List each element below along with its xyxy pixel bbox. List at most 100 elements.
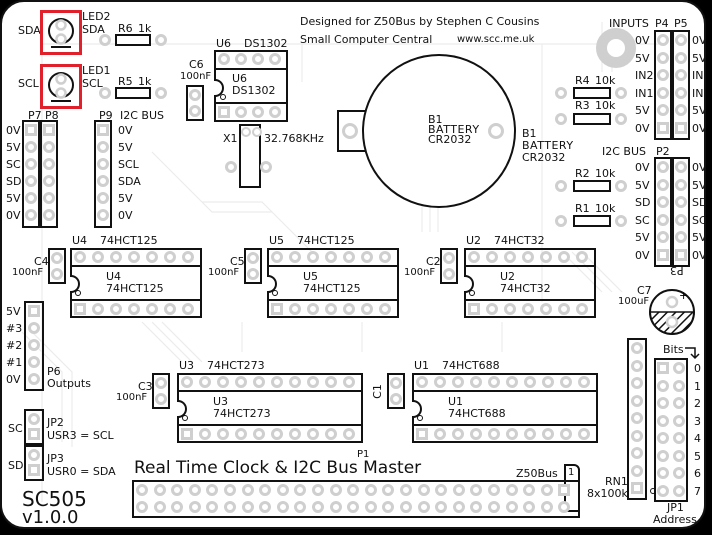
u3-pin: [199, 428, 211, 440]
header-pin: [43, 124, 55, 136]
u3-pin: [235, 376, 247, 388]
p2-pin-label: 5V: [635, 231, 650, 244]
svg-text:+: +: [679, 289, 688, 302]
jp1-pin: [657, 397, 669, 409]
r4-pad: [555, 87, 567, 99]
bus-pin: [259, 501, 272, 513]
u1-pin: [470, 428, 482, 440]
header-pin: [43, 209, 55, 221]
u2-pin: [522, 251, 534, 263]
u6-part: DS1302: [232, 84, 276, 97]
jp1-pin: [657, 414, 669, 427]
u2-silk-part: 74HCT32: [494, 234, 545, 247]
u1-pin: [488, 428, 500, 440]
u3-body: [177, 390, 363, 426]
u3-pin: [253, 376, 265, 388]
r5-pad: [99, 87, 111, 99]
header-pin: [675, 196, 687, 208]
rn1-pin: [631, 394, 643, 407]
p5-pin-label: IN2: [692, 69, 704, 82]
r3-value: 10k: [595, 99, 616, 112]
header-pin: [97, 209, 109, 221]
website-label: www.scc.me.uk: [457, 34, 535, 45]
i2c-bus-title-right: I2C BUS: [602, 145, 646, 158]
p1-ref: P1: [357, 449, 370, 460]
r5-pad: [155, 87, 167, 99]
u3-pin: [289, 428, 301, 440]
bus-pin: [259, 484, 272, 496]
u4-pin: [92, 251, 104, 263]
x1-value: 32.768KHz: [264, 132, 324, 145]
u1-ref: U1: [448, 395, 464, 408]
u6-pin: [235, 53, 247, 65]
pin1-label: 1: [568, 467, 575, 478]
u2-pin: [576, 251, 588, 263]
jp3-outline[interactable]: [24, 445, 44, 481]
header-pin: [43, 175, 55, 187]
r3-ref: R3: [575, 99, 590, 112]
p3-pin-label: 0V: [692, 248, 706, 262]
bus-pin: [523, 501, 536, 513]
u2-pin: [468, 303, 480, 315]
u4-pin: [74, 303, 86, 315]
u5-pin: [289, 303, 301, 315]
u4-pin: [128, 303, 140, 315]
rn1-outline: [627, 338, 647, 500]
jp1-pin: [673, 379, 685, 392]
u4-silk-ref: U4: [72, 234, 88, 247]
battery-pad-neg: [342, 123, 358, 139]
u1-pin: [434, 376, 446, 388]
c2-pad: [443, 252, 455, 264]
jp1-pin: [673, 414, 685, 427]
u3-pin: [199, 376, 211, 388]
u2-pin: [558, 303, 570, 315]
p7-ref: P7: [28, 109, 42, 122]
p5-outline: [672, 30, 690, 140]
u3-ref: U3: [213, 395, 229, 408]
r4-pad: [615, 87, 627, 99]
r3-pad: [615, 113, 627, 125]
bus-pin: [312, 484, 324, 496]
rn1-pin: [631, 482, 643, 494]
u2-pin: [540, 303, 552, 315]
u6-pin: [218, 53, 230, 65]
battery-type: CR2032: [428, 133, 472, 146]
header-pin: [675, 69, 687, 81]
u2-body: [464, 265, 596, 301]
u5-pin: [343, 251, 355, 263]
p6-pin-label: #1: [6, 356, 23, 369]
bus-pin: [136, 501, 148, 513]
p7-pin-label: 5V: [6, 192, 21, 205]
p4-pin-label: 5V: [635, 51, 650, 65]
u3-pin: [289, 376, 301, 388]
bus-pin: [505, 484, 518, 496]
jp2-outline[interactable]: [24, 409, 44, 445]
bus-pin: [188, 501, 201, 513]
p2-ref: P2: [656, 145, 670, 158]
jp1-pin: [673, 484, 685, 497]
u5-part: 74HCT125: [303, 282, 361, 295]
u5-body: [267, 265, 399, 301]
c7-electrolytic-icon: +: [649, 289, 695, 335]
p6-pin-label: 0V: [6, 373, 21, 386]
header-pin: [657, 248, 669, 261]
u2-pin: [504, 303, 516, 315]
bus-pin: [505, 501, 518, 513]
u4-pin: [110, 251, 122, 263]
c5-outline: [244, 248, 262, 284]
p5-pin-label: 5V: [692, 104, 706, 117]
jp1-pin: [657, 467, 669, 479]
rn1-pin: [631, 412, 643, 424]
p4-pin-label: 5V: [635, 104, 650, 117]
header-pin: [675, 231, 687, 243]
p4-pin-label: IN1: [635, 86, 654, 100]
u3-pin: [343, 428, 355, 440]
u2-pin: [468, 251, 480, 263]
u1-pin: [470, 376, 482, 388]
led1-icon: [48, 72, 74, 102]
p5-pin-label: IN1: [692, 86, 704, 100]
u1-pin: [506, 428, 518, 440]
bus-pin: [329, 484, 342, 496]
battery-name-outer: BATTERY: [522, 139, 574, 152]
